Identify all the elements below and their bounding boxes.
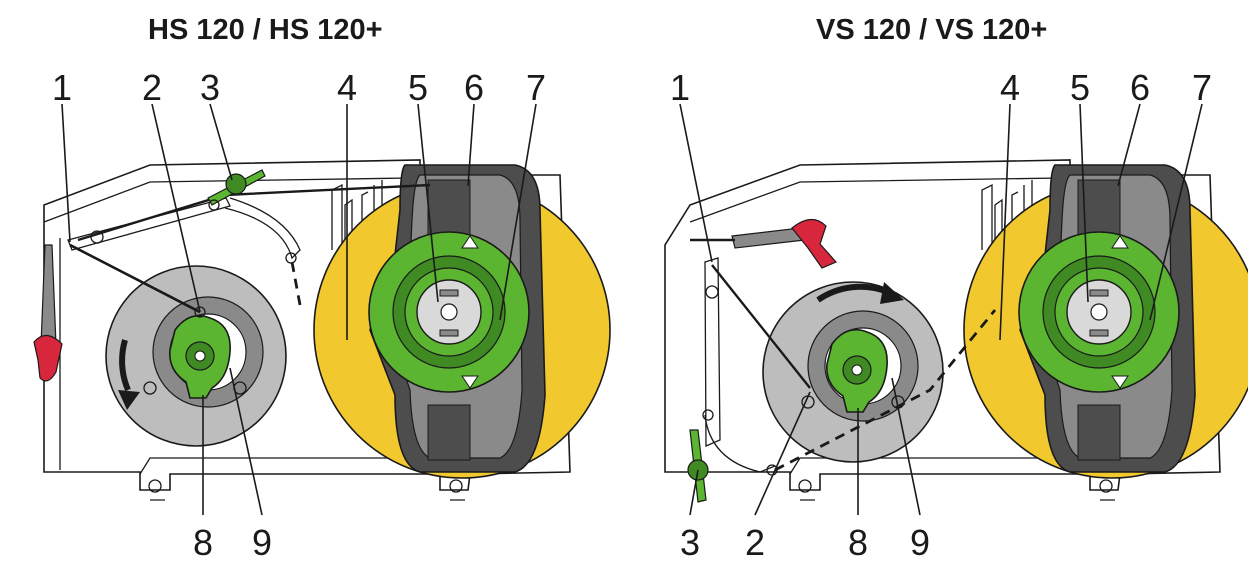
- vs120-callout-5: 5: [1070, 67, 1090, 108]
- panel-title-hs120: HS 120 / HS 120+: [148, 14, 383, 46]
- hs120-release-lever: [33, 244, 63, 382]
- hs120-callout-4: 4: [337, 67, 357, 108]
- hs120-callout-2: 2: [142, 67, 162, 108]
- vs120-ribbon-path: [711, 264, 811, 389]
- vs120-release-lever: [731, 218, 838, 269]
- vs120-callout-6: 6: [1130, 67, 1150, 108]
- hs120-callout-9: 9: [252, 522, 272, 563]
- vs120-callout-9: 9: [910, 522, 930, 563]
- hs120-label-path: [290, 261, 302, 306]
- hs120-callout-7: 7: [526, 67, 546, 108]
- vs120-callout-1: 1: [670, 67, 690, 108]
- vs120-tension-knob: [687, 429, 709, 503]
- vs120-callout-2: 2: [745, 522, 765, 563]
- vs120-callout-4: 4: [1000, 67, 1020, 108]
- hs120-callout-6: 6: [464, 67, 484, 108]
- vs120-callout-7: 7: [1192, 67, 1212, 108]
- vs120-rotation-arrow: [816, 283, 890, 303]
- hs120-callout-5: 5: [408, 67, 428, 108]
- vs120-assembly: 1 4 5 6 7 3 2 8 9: [664, 67, 1248, 563]
- hs120-callout-8: 8: [193, 522, 213, 563]
- vs120-callout-8: 8: [848, 522, 868, 563]
- hs120-assembly: 1 2 3 4 5 6 7 8 9: [33, 67, 611, 563]
- panel-title-vs120: VS 120 / VS 120+: [816, 14, 1048, 46]
- hs120-rotation-arrow: [119, 339, 131, 392]
- hs120-callout-3: 3: [200, 67, 220, 108]
- vs120-callout-3: 3: [680, 522, 700, 563]
- vs120-label-path: [774, 309, 997, 472]
- hs120-callout-1: 1: [52, 67, 72, 108]
